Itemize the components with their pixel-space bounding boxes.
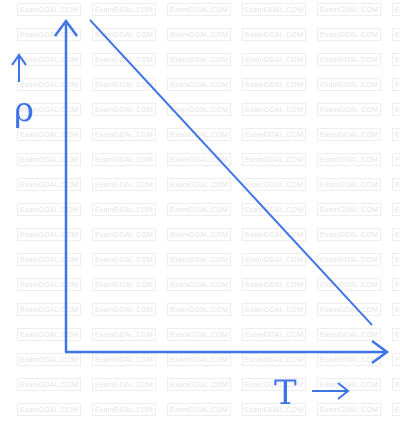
y-axis-label: ρ — [14, 90, 34, 130]
t-arrow-head — [337, 382, 350, 400]
y-axis-arrowhead — [53, 18, 79, 37]
rho-temperature-line — [89, 19, 373, 326]
x-axis-label: T — [274, 373, 297, 413]
rho-arrow-head — [11, 53, 27, 66]
x-axis-arrowhead — [371, 339, 390, 365]
